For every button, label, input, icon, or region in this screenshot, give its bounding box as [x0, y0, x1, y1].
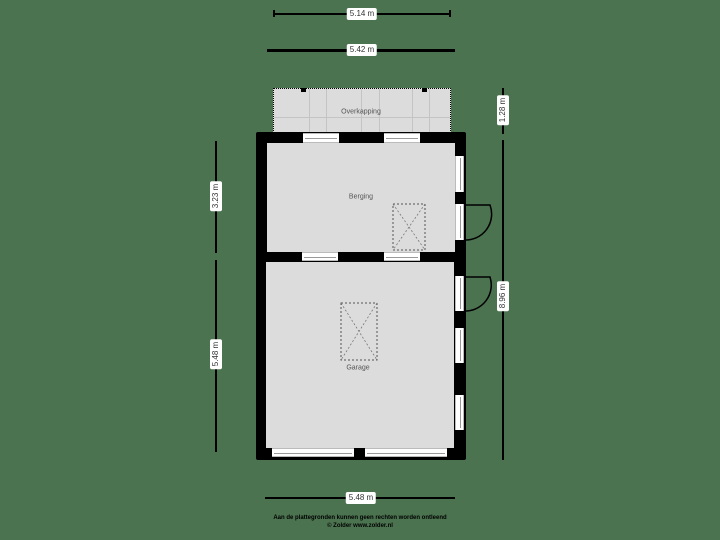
dimension-tick — [449, 10, 451, 17]
canopy-divider — [309, 89, 310, 132]
window — [302, 252, 338, 261]
canopy-divider — [361, 89, 362, 132]
room-label-berging: Berging — [348, 193, 374, 201]
canopy-divider — [429, 89, 430, 132]
window — [455, 328, 464, 363]
footer-copyright: © Zolder www.zolder.nl — [327, 523, 393, 529]
garage-door-window — [365, 448, 447, 457]
canopy-divider — [412, 89, 413, 132]
window — [455, 156, 464, 192]
window — [384, 133, 420, 143]
roof-hatch-icon — [340, 302, 378, 361]
roof-hatch-icon — [392, 203, 426, 251]
room-label-overkapping: Overkapping — [341, 108, 381, 116]
dimension-label-left-lower: 5.48 m — [210, 338, 222, 370]
canopy-divider-h — [274, 117, 450, 118]
door-swing-icon — [464, 276, 493, 312]
post-icon — [422, 88, 427, 92]
dimension-label-top-inner: 5.42 m — [346, 44, 378, 56]
dimension-label-left-upper: 3.23 m — [210, 180, 222, 212]
room-label-garage: Garage — [346, 364, 370, 372]
door-swing-icon — [464, 204, 493, 241]
dimension-label-right-lower: 8.96 m — [497, 280, 509, 312]
room-garage — [266, 262, 454, 448]
window — [303, 133, 339, 143]
door-opening — [455, 204, 464, 240]
canopy-divider — [379, 89, 380, 132]
dimension-label-right-upper: 1.28 m — [497, 94, 509, 126]
garage-door-window — [272, 448, 354, 457]
window — [384, 252, 420, 261]
room-overkapping — [273, 88, 451, 133]
window — [455, 395, 464, 430]
canopy-divider — [326, 89, 327, 132]
dimension-label-top-outer: 5.14 m — [346, 8, 378, 20]
room-berging — [267, 143, 455, 252]
post-icon — [301, 88, 306, 92]
door-opening — [455, 276, 464, 311]
dimension-tick — [273, 10, 275, 17]
footer-disclaimer: Aan de plattegronden kunnen geen rechten… — [273, 515, 447, 521]
dimension-label-bottom: 5.48 m — [345, 492, 377, 504]
